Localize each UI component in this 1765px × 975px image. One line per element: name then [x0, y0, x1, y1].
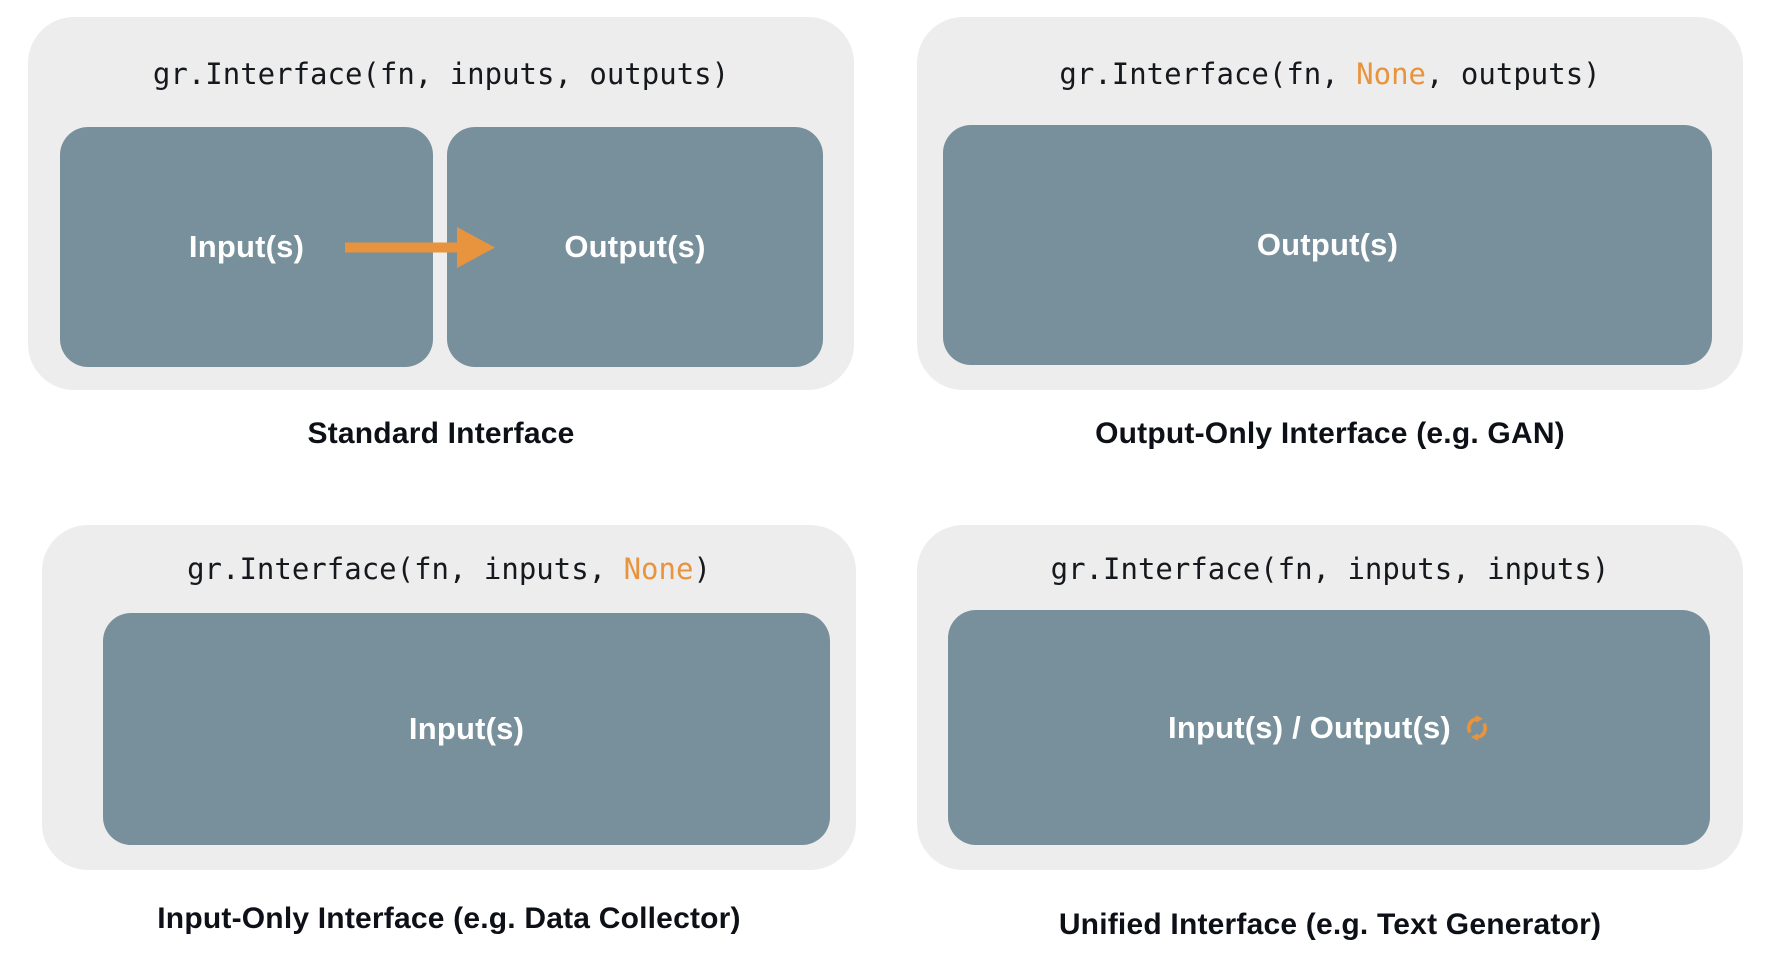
panel-unified-interface: gr.Interface(fn, inputs, inputs) Input(s…: [917, 525, 1743, 870]
code-text: gr.Interface(fn, inputs, outputs): [152, 57, 730, 91]
code-input-only: gr.Interface(fn, inputs, None): [42, 552, 856, 586]
panel-input-only-interface: gr.Interface(fn, inputs, None) Input(s): [42, 525, 856, 870]
code-highlight-none: None: [1356, 57, 1427, 91]
code-text: gr.Interface(fn, inputs, inputs): [1050, 552, 1610, 586]
output-box-label: Output(s): [1256, 227, 1399, 262]
code-text: , outputs): [1426, 57, 1601, 91]
input-box-label: Input(s): [188, 229, 305, 264]
caption-unified-interface: Unified Interface (e.g. Text Generator): [1058, 908, 1602, 941]
panel-standard-interface: gr.Interface(fn, inputs, outputs) Input(…: [28, 17, 854, 390]
input-output-box-label: Input(s) / Output(s): [1168, 710, 1490, 746]
output-box: Output(s): [943, 125, 1712, 365]
code-text: ): [693, 552, 711, 586]
code-text: gr.Interface(fn, inputs,: [187, 552, 624, 586]
caption-standard-interface: Standard Interface: [307, 417, 575, 450]
panel-output-only-interface: gr.Interface(fn, None, outputs) Output(s…: [917, 17, 1743, 390]
input-output-box: Input(s) / Output(s): [948, 610, 1710, 845]
code-unified: gr.Interface(fn, inputs, inputs): [917, 552, 1743, 586]
code-highlight-none: None: [623, 552, 694, 586]
code-standard: gr.Interface(fn, inputs, outputs): [28, 57, 854, 91]
code-text: gr.Interface(fn,: [1059, 57, 1357, 91]
output-box: Output(s): [447, 127, 823, 367]
box-label-text: Input(s) / Output(s): [1168, 709, 1451, 745]
input-box-label: Input(s): [408, 711, 525, 746]
caption-output-only-interface: Output-Only Interface (e.g. GAN): [1095, 417, 1565, 450]
arrow-right-icon: [345, 227, 495, 268]
code-output-only: gr.Interface(fn, None, outputs): [917, 57, 1743, 91]
output-box-label: Output(s): [564, 229, 706, 264]
sync-arrows-icon: [1466, 714, 1487, 741]
caption-input-only-interface: Input-Only Interface (e.g. Data Collecto…: [157, 902, 741, 935]
input-box: Input(s): [103, 613, 830, 845]
